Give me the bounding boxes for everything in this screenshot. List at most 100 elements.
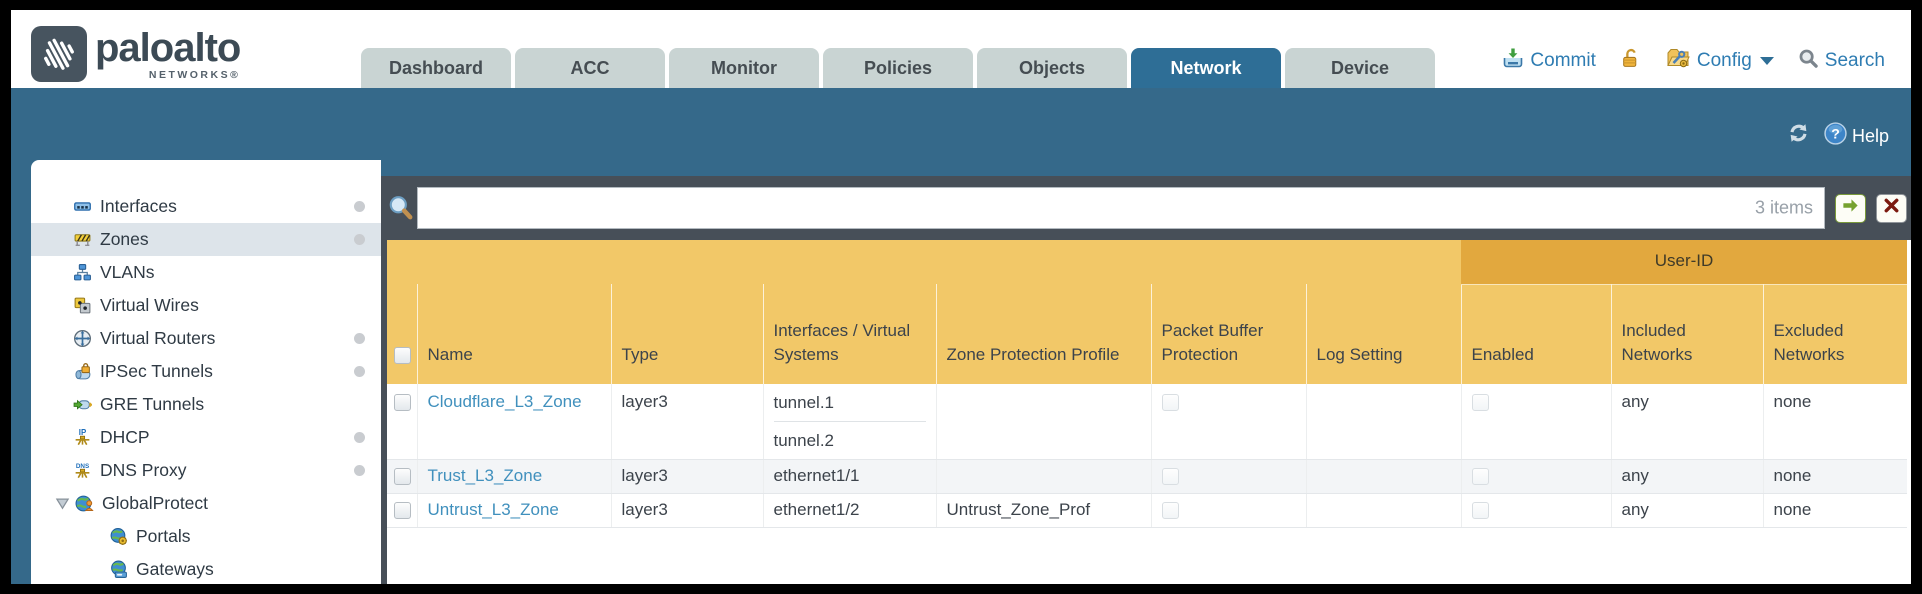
- sidebar-item-vlans[interactable]: VLANs: [31, 256, 381, 289]
- lock-icon[interactable]: [1620, 48, 1641, 74]
- included-networks-cell: any: [1610, 384, 1763, 460]
- filter-bar: 3 items: [387, 176, 1911, 240]
- tab-device[interactable]: Device: [1285, 48, 1435, 88]
- select-all-header: [387, 284, 417, 384]
- commit-button[interactable]: Commit: [1502, 47, 1596, 75]
- tab-policies[interactable]: Policies: [823, 48, 973, 88]
- tab-acc[interactable]: ACC: [515, 48, 665, 88]
- row-checkbox[interactable]: [394, 394, 411, 412]
- zone-name-link[interactable]: Untrust_L3_Zone: [427, 500, 559, 519]
- included-networks-cell: any: [1610, 493, 1763, 528]
- sidebar-item-gre-tunnels[interactable]: GRE Tunnels: [31, 388, 381, 421]
- packet-buffer-protection-cell: [1150, 493, 1306, 528]
- sidebar-item-ipsec-tunnels[interactable]: IPSec Tunnels: [31, 355, 381, 388]
- log-setting-cell: [1305, 459, 1461, 494]
- user-id-enabled-cell: [1460, 384, 1611, 460]
- sidebar-item-label: GRE Tunnels: [100, 394, 205, 414]
- tab-monitor[interactable]: Monitor: [669, 48, 819, 88]
- zone-type-cell: layer3: [610, 493, 763, 528]
- packet-buffer-protection-checkbox[interactable]: [1161, 502, 1179, 520]
- status-dot: [354, 201, 365, 212]
- config-menu[interactable]: Config: [1665, 46, 1774, 76]
- user-id-enabled-checkbox[interactable]: [1471, 394, 1489, 412]
- paloalto-logo-icon: [31, 26, 87, 82]
- interface-entry: tunnel.2: [773, 421, 926, 458]
- vlans-icon: [73, 263, 92, 282]
- refresh-icon: [1785, 121, 1812, 150]
- sidebar-item-label: Virtual Wires: [100, 295, 199, 315]
- user-id-enabled-cell: [1460, 493, 1611, 528]
- table-row: Cloudflare_L3_Zone layer3 tunnel.1 tunnel.2…: [387, 384, 1908, 460]
- filter-input[interactable]: [417, 187, 1825, 229]
- sidebar-item-portals[interactable]: Portals: [31, 520, 381, 553]
- virtual-routers-icon: [73, 329, 92, 348]
- packet-buffer-protection-checkbox[interactable]: [1161, 468, 1179, 486]
- globalprotect-icon: [75, 494, 94, 513]
- tab-network[interactable]: Network: [1131, 48, 1281, 88]
- sidebar-item-virtual-wires[interactable]: Virtual Wires: [31, 289, 381, 322]
- zone-name-cell: Cloudflare_L3_Zone: [416, 384, 611, 460]
- sidebar-item-virtual-routers[interactable]: Virtual Routers: [31, 322, 381, 355]
- zone-name-link[interactable]: Cloudflare_L3_Zone: [427, 392, 582, 411]
- sidebar-item-label: Portals: [136, 526, 191, 546]
- virtual-wires-icon: [73, 296, 92, 315]
- excluded-networks-cell: none: [1762, 459, 1908, 494]
- zone-name-cell: Untrust_L3_Zone: [416, 493, 611, 528]
- column-header-log-setting: Log Setting: [1305, 284, 1461, 384]
- portals-icon: [109, 527, 128, 546]
- tab-dashboard[interactable]: Dashboard: [361, 48, 511, 88]
- sidebar-item-dns-proxy[interactable]: DNS DNS Proxy: [31, 454, 381, 487]
- zone-protection-profile-cell: [935, 459, 1151, 494]
- excluded-networks-cell: none: [1762, 384, 1908, 460]
- user-id-enabled-checkbox[interactable]: [1471, 468, 1489, 486]
- packet-buffer-protection-cell: [1150, 459, 1306, 494]
- sidebar-item-gateways[interactable]: Gateways: [31, 553, 381, 584]
- svg-text:?: ?: [1831, 126, 1840, 142]
- search-button[interactable]: Search: [1798, 48, 1885, 75]
- column-header-name: Name: [416, 284, 611, 384]
- expander-icon[interactable]: [55, 496, 70, 511]
- refresh-button[interactable]: [1785, 121, 1812, 150]
- apply-filter-button[interactable]: [1835, 193, 1866, 223]
- svg-text:DNS: DNS: [76, 463, 89, 470]
- sidebar-item-interfaces[interactable]: Interfaces: [31, 190, 381, 223]
- zones-icon: [73, 230, 92, 249]
- interfaces-icon: [73, 197, 92, 216]
- commit-icon: [1502, 47, 1524, 75]
- zone-type-cell: layer3: [610, 384, 763, 460]
- zone-protection-profile-cell: Untrust_Zone_Prof: [935, 493, 1151, 528]
- sidebar-item-label: DNS Proxy: [100, 460, 187, 480]
- row-select-cell: [387, 493, 417, 528]
- user-id-enabled-cell: [1460, 459, 1611, 494]
- status-dot: [354, 333, 365, 344]
- zone-protection-profile-cell: [935, 384, 1151, 460]
- packet-buffer-protection-checkbox[interactable]: [1161, 394, 1179, 412]
- tab-objects[interactable]: Objects: [977, 48, 1127, 88]
- user-id-enabled-checkbox[interactable]: [1471, 502, 1489, 520]
- status-dot: [354, 366, 365, 377]
- user-id-group-header: User-ID: [1461, 240, 1908, 285]
- row-checkbox[interactable]: [394, 502, 411, 520]
- zone-type-cell: layer3: [610, 459, 763, 494]
- sidebar-item-zones[interactable]: Zones: [31, 223, 381, 256]
- zone-name-link[interactable]: Trust_L3_Zone: [427, 466, 543, 485]
- chevron-down-icon: [1759, 57, 1774, 65]
- column-header-packet-buffer-protection: Packet Buffer Protection: [1150, 284, 1306, 384]
- select-all-checkbox[interactable]: [394, 347, 411, 365]
- config-icon: [1665, 46, 1691, 76]
- interface-entry: tunnel.1: [773, 393, 835, 412]
- brand-name: paloalto: [95, 25, 241, 70]
- status-dot: [354, 432, 365, 443]
- table-body: Cloudflare_L3_Zone layer3 tunnel.1 tunnel.2…: [387, 384, 1908, 528]
- row-checkbox[interactable]: [394, 468, 411, 486]
- clear-filter-button[interactable]: [1876, 193, 1907, 223]
- search-icon: [1798, 48, 1819, 75]
- interfaces-cell: ethernet1/1: [762, 459, 936, 494]
- help-button[interactable]: ? Help: [1824, 122, 1889, 150]
- sidebar-item-globalprotect[interactable]: GlobalProtect: [31, 487, 381, 520]
- interfaces-cell: tunnel.1 tunnel.2: [762, 384, 936, 460]
